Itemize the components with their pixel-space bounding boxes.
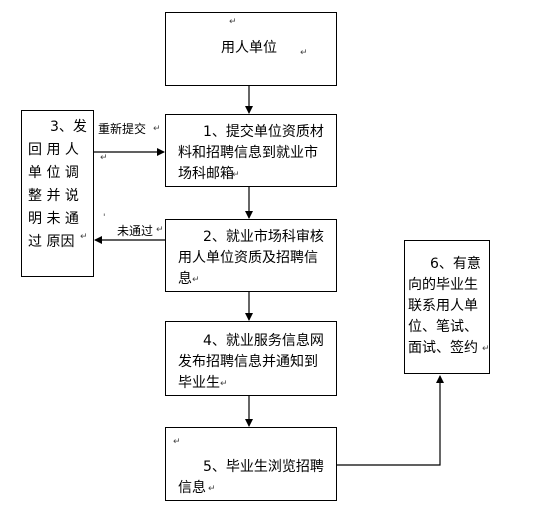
return-mark: ↵ <box>100 153 108 163</box>
step3-line-1: 3、发 <box>50 119 87 135</box>
node-step6 <box>404 240 490 374</box>
step6-line-4: 位、笔试、 <box>408 319 478 335</box>
return-mark: ↵ <box>482 344 490 354</box>
step6-line-5: 面试、签约 <box>408 340 478 356</box>
small-mark: ' <box>103 213 106 223</box>
node-step1 <box>165 114 337 187</box>
step3-line-5: 明 未 通 <box>28 211 79 227</box>
step2-line-2: 用人单位资质及招聘信 <box>178 250 318 266</box>
edge-label-not-passed: 未通过 <box>117 224 154 238</box>
step6-line-2: 向的毕业生 <box>408 277 478 293</box>
edge-label-resubmit: 重新提交 <box>98 122 147 136</box>
step2-line-3: 息 <box>178 271 192 287</box>
step6-line-3: 联系用人单 <box>408 298 478 314</box>
employer-label: 用人单位 <box>221 40 277 56</box>
step4-line-1: 4、就业服务信息网 <box>203 333 324 349</box>
return-mark: ↵ <box>192 275 200 285</box>
return-mark: ↵ <box>232 170 240 180</box>
return-mark: ↵ <box>300 48 308 58</box>
node-step2 <box>165 219 337 292</box>
step2-line-1: 2、就业市场科审核 <box>203 229 324 245</box>
arrow-step5-to-step6 <box>337 375 444 466</box>
step1-line-2: 料和招聘信息到就业市 <box>178 145 318 161</box>
node-step3 <box>21 110 94 277</box>
step6-line-1: 6、有意 <box>430 256 481 272</box>
return-mark: ↵ <box>220 379 228 389</box>
step3-line-4: 整 并 说 <box>28 188 79 204</box>
node-employer <box>165 12 337 86</box>
step3-line-3: 单 位 调 <box>28 165 79 181</box>
return-mark: ↵ <box>229 17 237 27</box>
return-mark: ↵ <box>173 437 181 447</box>
step5-line-1: 5、毕业生浏览招聘 <box>203 459 324 475</box>
return-mark: ↵ <box>208 484 216 494</box>
step5-line-2: 信息 <box>178 480 206 496</box>
return-mark: ↵ <box>156 225 164 235</box>
return-mark: ↵ <box>153 124 161 134</box>
step1-line-1: 1、提交单位资质材 <box>203 124 324 140</box>
step3-line-6: 过 原因 <box>28 234 75 250</box>
step4-line-2: 发布招聘信息并通知到 <box>178 354 318 370</box>
return-mark: ↵ <box>80 232 88 242</box>
step3-line-2: 回 用 人 <box>28 142 79 158</box>
node-step4 <box>165 321 337 396</box>
step4-line-3: 毕业生 <box>178 375 220 391</box>
node-step5 <box>165 427 337 501</box>
step1-line-3: 场科邮箱 <box>178 166 234 182</box>
